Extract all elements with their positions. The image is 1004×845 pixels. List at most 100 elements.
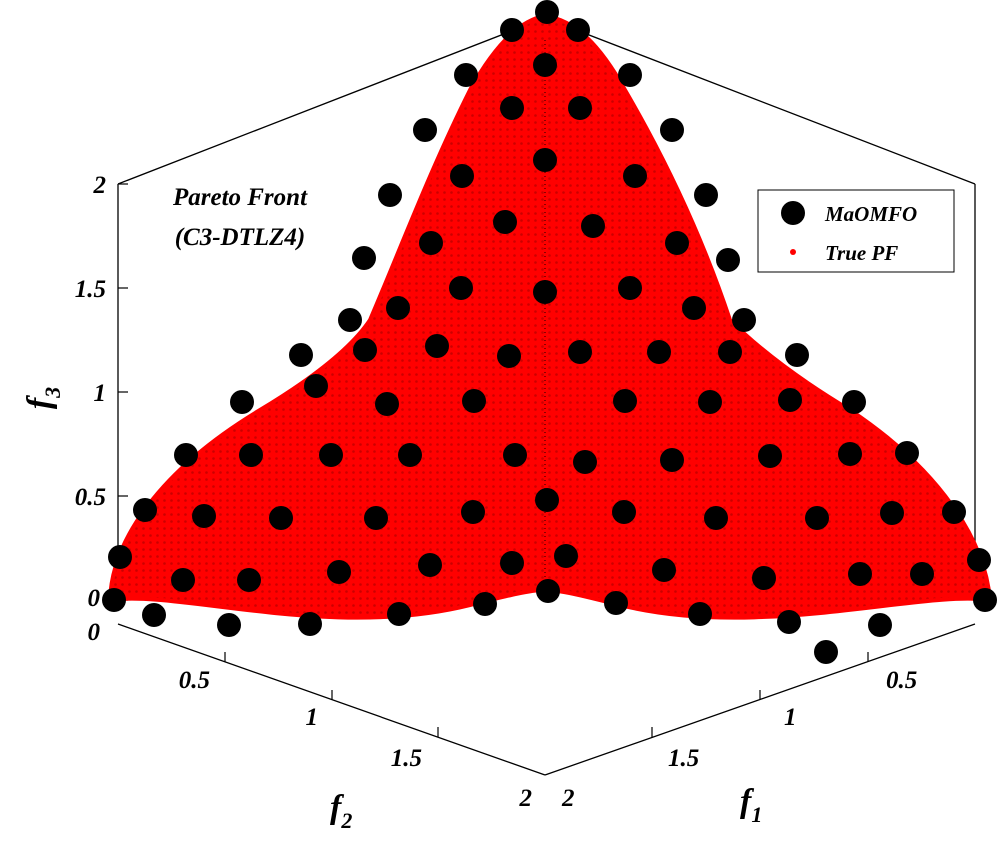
- maomfo-point-6: [500, 96, 524, 120]
- maomfo-point-25: [682, 296, 706, 320]
- z-axis-label: f3: [21, 387, 65, 409]
- annotation-line-2: (C3-DTLZ4): [175, 224, 306, 251]
- maomfo-point-30: [289, 343, 313, 367]
- maomfo-point-81: [387, 602, 411, 626]
- maomfo-point-34: [718, 340, 742, 364]
- y-axis-label: f2: [330, 789, 352, 833]
- maomfo-point-88: [973, 588, 997, 612]
- maomfo-point-21: [449, 276, 473, 300]
- x-tick-labels: 2 1.5 1 0.5: [561, 667, 917, 812]
- maomfo-point-87: [868, 613, 892, 637]
- y-tick-label-2: 2: [519, 785, 533, 812]
- maomfo-point-89: [814, 640, 838, 664]
- maomfo-point-82: [473, 592, 497, 616]
- back-top-right-edge: [544, 17, 976, 185]
- legend-marker-true-pf: [790, 249, 796, 255]
- maomfo-point-35: [785, 343, 809, 367]
- maomfo-point-65: [108, 545, 132, 569]
- x-tick-label-0.5: 0.5: [886, 667, 917, 694]
- maomfo-point-38: [613, 389, 637, 413]
- maomfo-point-36: [304, 374, 328, 398]
- maomfo-point-39: [375, 392, 399, 416]
- maomfo-point-79: [217, 613, 241, 637]
- x-tick-label-1.5: 1.5: [668, 745, 699, 772]
- maomfo-point-41: [778, 388, 802, 412]
- maomfo-point-85: [688, 602, 712, 626]
- maomfo-point-40: [698, 390, 722, 414]
- maomfo-point-72: [652, 558, 676, 582]
- tick-marks: [118, 183, 869, 737]
- maomfo-point-54: [133, 498, 157, 522]
- maomfo-point-20: [716, 248, 740, 272]
- y-axis-label-subscript: 2: [340, 808, 352, 833]
- maomfo-point-75: [910, 562, 934, 586]
- maomfo-point-52: [838, 442, 862, 466]
- maomfo-point-46: [319, 443, 343, 467]
- z-tick-label-2: 2: [93, 172, 107, 199]
- maomfo-point-60: [612, 500, 636, 524]
- maomfo-point-18: [665, 231, 689, 255]
- maomfo-point-28: [425, 334, 449, 358]
- y-tick-label-1: 1: [306, 704, 319, 731]
- maomfo-point-80: [298, 612, 322, 636]
- maomfo-point-43: [842, 390, 866, 414]
- maomfo-point-19: [352, 246, 376, 270]
- maomfo-point-10: [533, 148, 557, 172]
- maomfo-point-2: [566, 18, 590, 42]
- maomfo-point-64: [942, 500, 966, 524]
- legend-marker-maomfo: [781, 201, 805, 225]
- legend-label-maomfo: MaOMFO: [824, 202, 917, 226]
- maomfo-point-50: [660, 448, 684, 472]
- y-tick-label-0: 0: [88, 619, 101, 646]
- maomfo-point-68: [327, 560, 351, 584]
- maomfo-point-71: [554, 544, 578, 568]
- x-axis-label: f1: [740, 783, 762, 827]
- maomfo-point-22: [618, 276, 642, 300]
- maomfo-point-16: [581, 214, 605, 238]
- maomfo-point-3: [533, 53, 557, 77]
- y-tick-label-0.5: 0.5: [179, 667, 210, 694]
- x-tick-label-1: 1: [784, 704, 797, 731]
- maomfo-point-42: [230, 390, 254, 414]
- z-tick-label-1.5: 1.5: [75, 276, 106, 303]
- maomfo-point-12: [623, 164, 647, 188]
- y-tick-label-1.5: 1.5: [391, 745, 422, 772]
- maomfo-point-70: [500, 551, 524, 575]
- maomfo-point-47: [398, 443, 422, 467]
- maomfo-point-61: [704, 506, 728, 530]
- maomfo-point-26: [338, 308, 362, 332]
- maomfo-point-32: [497, 344, 521, 368]
- z-tick-label-0.5: 0.5: [75, 484, 106, 511]
- maomfo-point-15: [493, 210, 517, 234]
- maomfo-point-51: [758, 444, 782, 468]
- x-axis-label-subscript: 1: [751, 802, 762, 827]
- z-axis-label-subscript: 3: [40, 387, 65, 399]
- maomfo-point-44: [174, 443, 198, 467]
- maomfo-point-69: [418, 553, 442, 577]
- maomfo-point-14: [694, 183, 718, 207]
- maomfo-point-24: [386, 296, 410, 320]
- maomfo-point-11: [450, 164, 474, 188]
- maomfo-point-86: [777, 610, 801, 634]
- maomfo-point-31: [353, 338, 377, 362]
- maomfo-point-83: [536, 579, 560, 603]
- maomfo-point-57: [364, 506, 388, 530]
- maomfo-point-73: [752, 566, 776, 590]
- maomfo-point-4: [454, 63, 478, 87]
- maomfo-point-53: [895, 441, 919, 465]
- annotation-line-1: Pareto Front: [172, 184, 308, 211]
- maomfo-point-78: [142, 603, 166, 627]
- maomfo-point-76: [967, 548, 991, 572]
- z-tick-label-1: 1: [94, 380, 107, 407]
- maomfo-point-29: [647, 340, 671, 364]
- maomfo-point-23: [533, 280, 557, 304]
- maomfo-points: [102, 0, 997, 664]
- y-tick-labels: 0 0.5 1 1.5 2: [88, 619, 533, 812]
- z-tick-label-0: 0: [88, 585, 101, 612]
- maomfo-point-13: [378, 183, 402, 207]
- maomfo-point-45: [239, 443, 263, 467]
- maomfo-point-9: [660, 118, 684, 142]
- legend-label-true-pf: True PF: [825, 241, 898, 265]
